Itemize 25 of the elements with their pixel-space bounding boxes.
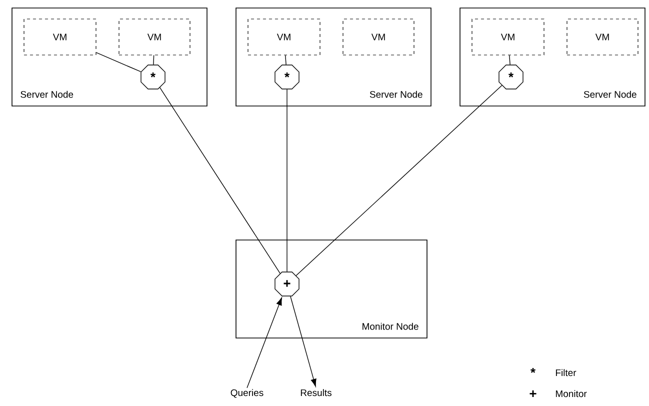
arrow [290, 296, 316, 387]
connector-line [96, 52, 142, 72]
connector-line [286, 89, 288, 272]
connector-line [285, 54, 286, 65]
vm-box: VM [566, 18, 638, 56]
octagon: * [274, 64, 300, 90]
octagon: * [140, 64, 166, 90]
io-label: Results [300, 389, 332, 396]
io-label: Queries [230, 389, 264, 398]
vm-box: VM [24, 18, 96, 56]
connector-line [509, 54, 510, 65]
connector-line [160, 87, 280, 274]
key-description: Filter [556, 369, 576, 376]
octagon: + [274, 272, 300, 296]
key-description: Monitor [556, 390, 587, 398]
connector-line [296, 85, 502, 276]
vm-box: VM [472, 18, 544, 56]
vm-box: VM [342, 18, 414, 56]
octagon: * [498, 64, 524, 90]
key-symbol: * [530, 368, 536, 373]
vm-box: VM [248, 18, 320, 56]
key-symbol: + [530, 390, 536, 397]
vm-box: VM [118, 18, 190, 56]
arrow [246, 298, 282, 388]
connector-line [153, 54, 154, 65]
